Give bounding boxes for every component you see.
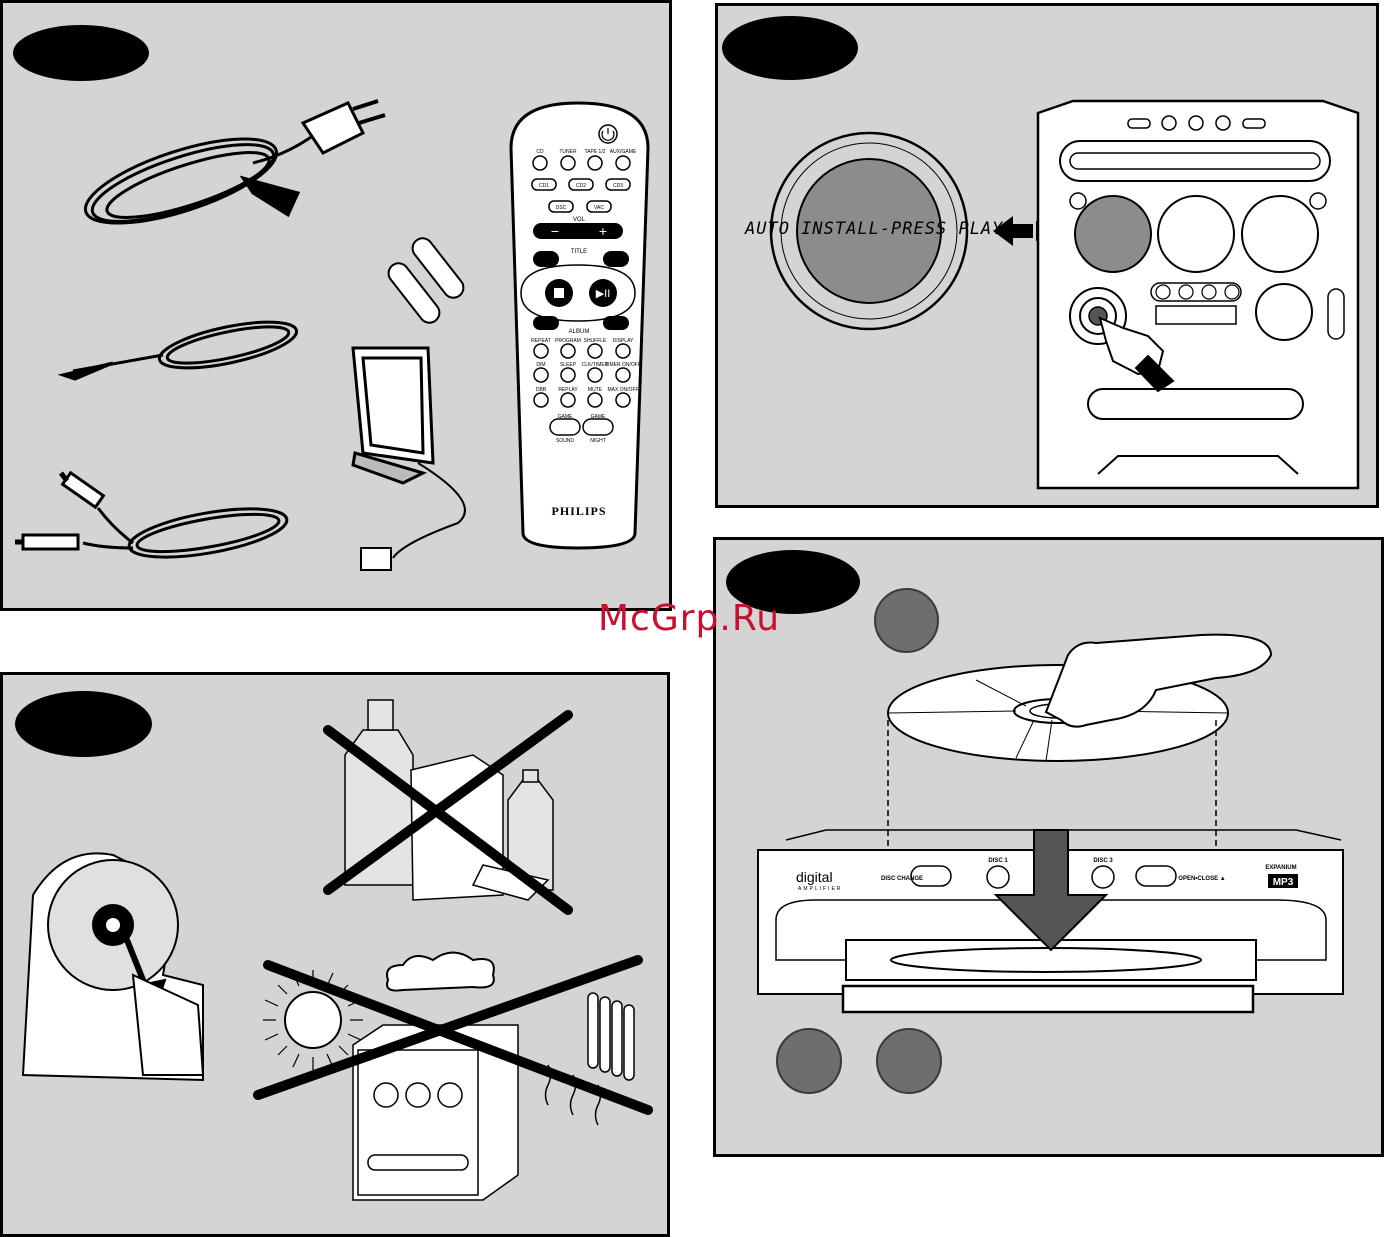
remote-sleep-button[interactable]: [561, 368, 575, 382]
remote-next-button[interactable]: [603, 251, 629, 267]
remote-label-dim: DIM: [536, 362, 545, 368]
remote-label-max: MAX ON/OFF: [607, 387, 638, 393]
remote-replay-button[interactable]: [561, 393, 575, 407]
remote-clk-timer-button[interactable]: [588, 368, 602, 382]
remote-label-vol: VOL: [573, 217, 586, 223]
digital-amplifier-sub: AMPLIFIER: [798, 886, 842, 892]
remote-timer-onoff-button[interactable]: [616, 368, 630, 382]
remote-brand-logo: PHILIPS: [551, 504, 606, 518]
accessories-panel: CD TUNER TAPE 1/2 AUX/GAME CD1 CD2 CD3 D…: [0, 0, 672, 611]
remote-game-sound-button[interactable]: [550, 419, 580, 435]
remote-prev-button[interactable]: [533, 251, 559, 267]
remote-volume-rocker[interactable]: [533, 223, 623, 239]
volume-down-icon: −: [551, 223, 559, 239]
remote-label-album: ALBUM: [569, 329, 590, 335]
remote-dim-button[interactable]: [534, 368, 548, 382]
remote-label-shuffle: SHUFFLE: [584, 338, 607, 344]
cinch-cable-icon: [15, 473, 290, 567]
batteries-icon: [385, 234, 468, 326]
load-disc-illustration: digital AMPLIFIER DISC CHANGE DISC 1 DIS…: [716, 540, 1384, 1157]
disc-care-illustration: [3, 675, 670, 1237]
remote-label-program: PROGRAM: [555, 338, 581, 344]
steam-icon: [387, 953, 494, 991]
remote-label-display: DISPLAY: [613, 338, 634, 344]
remote-label-sound: SOUND: [556, 438, 574, 444]
remote-label-cd3: CD3: [613, 183, 623, 189]
am-loop-antenna-icon: [353, 348, 465, 570]
remote-label-dsc: DSC: [556, 205, 567, 211]
remote-display-button[interactable]: [616, 344, 630, 358]
remote-cd-button[interactable]: [533, 156, 547, 170]
remote-game-night-button[interactable]: [583, 419, 613, 435]
remote-label-cd: CD: [536, 149, 544, 155]
play-pause-icon: ▶II: [596, 288, 611, 300]
remote-dbb-button[interactable]: [534, 393, 548, 407]
stop-icon: [554, 288, 564, 298]
remote-mute-button[interactable]: [588, 393, 602, 407]
label-disc1: DISC 1: [988, 858, 1008, 864]
disc-cleaning-icon: [23, 853, 203, 1080]
watermark: McGrp.Ru: [598, 598, 780, 639]
remote-tape-button[interactable]: [588, 156, 602, 170]
remote-label-replay: REPLAY: [558, 387, 578, 393]
remote-label-timer-onoff: TIMER ON/OFF: [605, 362, 641, 368]
remote-tuner-button[interactable]: [561, 156, 575, 170]
remote-label-sleep: SLEEP: [560, 362, 577, 368]
remote-repeat-button[interactable]: [534, 344, 548, 358]
remote-label-tuner: TUNER: [559, 149, 577, 155]
label-disc3: DISC 3: [1093, 858, 1113, 864]
label-open-close: OPEN•CLOSE ▲: [1178, 876, 1225, 882]
fm-antenna-icon: [63, 313, 300, 379]
expanium-logo: EXPANIUM: [1265, 865, 1296, 871]
hifi-system-front: [1038, 101, 1358, 488]
disc-care-panel: [0, 672, 670, 1237]
remote-shuffle-button[interactable]: [588, 344, 602, 358]
radiator-icon: [546, 993, 635, 1125]
auto-install-panel: AUTO INSTALL-PRESS PLAY: [715, 3, 1379, 508]
remote-label-mute: MUTE: [588, 387, 603, 393]
remote-forward-button[interactable]: [603, 316, 629, 330]
remote-label-night: NIGHT: [590, 438, 606, 444]
auto-install-display-text: AUTO INSTALL-PRESS PLAY: [745, 219, 1003, 239]
remote-control: CD TUNER TAPE 1/2 AUX/GAME CD1 CD2 CD3 D…: [511, 103, 648, 548]
remote-label-dbb: DBB: [536, 387, 547, 393]
auto-install-illustration: [718, 6, 1379, 508]
remote-label-vac: VAC: [594, 205, 604, 211]
remote-aux-button[interactable]: [616, 156, 630, 170]
remote-label-cd1: CD1: [539, 183, 549, 189]
power-cord-icon: [77, 101, 385, 240]
remote-label-cd2: CD2: [576, 183, 586, 189]
disc-tray: [843, 986, 1253, 1012]
remote-max-button[interactable]: [616, 393, 630, 407]
remote-program-button[interactable]: [561, 344, 575, 358]
remote-label-game-1: GAME: [558, 414, 573, 420]
remote-label-aux: AUX/GAME: [610, 149, 637, 155]
accessories-illustration: CD TUNER TAPE 1/2 AUX/GAME CD1 CD2 CD3 D…: [3, 3, 672, 611]
remote-label-repeat: REPEAT: [531, 338, 551, 344]
mp3-label: MP3: [1273, 877, 1294, 888]
digital-amplifier-logo: digital: [796, 869, 833, 885]
remote-rewind-button[interactable]: [533, 316, 559, 330]
label-disc-change: DISC CHANGE: [881, 876, 923, 882]
volume-up-icon: +: [599, 223, 607, 239]
remote-label-game-2: GAME: [591, 414, 606, 420]
remote-label-title: TITLE: [571, 249, 587, 255]
remote-label-tape: TAPE 1/2: [584, 149, 605, 155]
load-disc-panel: digital AMPLIFIER DISC CHANGE DISC 1 DIS…: [713, 537, 1384, 1157]
